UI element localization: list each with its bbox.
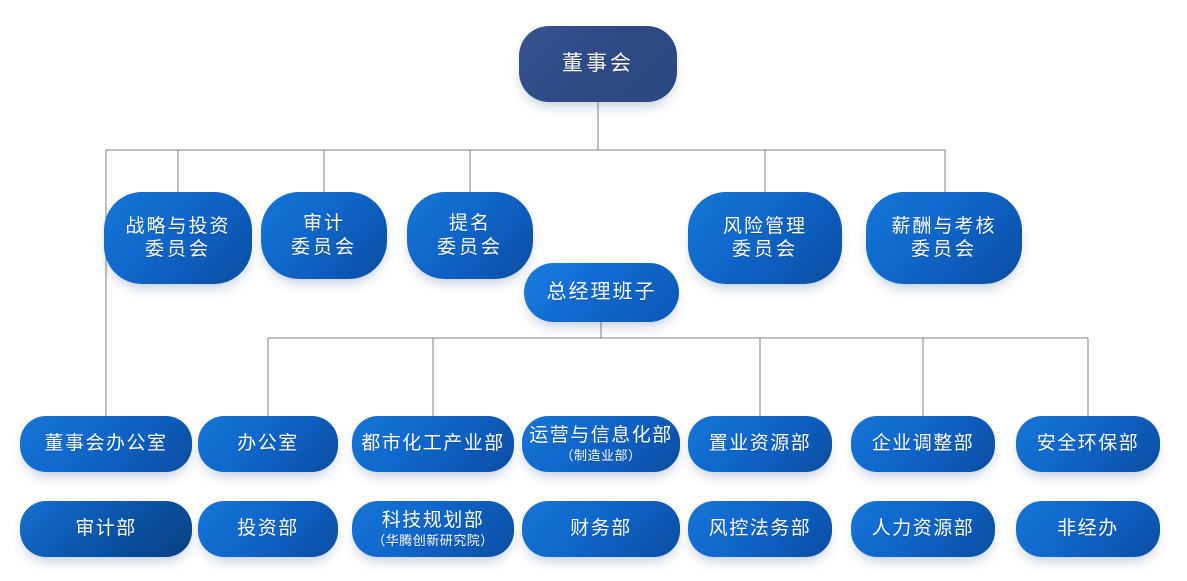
node-committee-strategy-investment[interactable]: 战略与投资 委员会 [104,192,252,284]
node-dept-urban-chemical-industry[interactable]: 都市化工产业部 [352,416,514,472]
node-label-line1: 都市化工产业部 [361,433,505,455]
node-label-line1: 财务部 [570,518,632,540]
node-label-line2: 委员会 [436,236,503,258]
node-dept-non-operating-office[interactable]: 非经办 [1016,501,1160,557]
node-label-line1: 审计 [302,213,345,235]
node-label: 董事会 [562,51,634,76]
node-dept-enterprise-restructuring[interactable]: 企业调整部 [851,416,995,472]
node-dept-finance[interactable]: 财务部 [522,501,680,557]
node-general-manager-team[interactable]: 总经理班子 [524,263,679,322]
node-label-line1: 薪酬与考核 [891,215,997,237]
node-label-line1: 提名 [448,213,491,235]
node-dept-audit[interactable]: 审计部 [20,501,192,557]
node-dept-office[interactable]: 办公室 [198,416,338,472]
node-label-line1: 运营与信息化部 [529,424,673,446]
node-label-line1: 战略与投资 [125,215,231,237]
node-label-line1: 风险管理 [722,215,807,237]
node-label-line2: （华腾创新研究院） [372,533,494,549]
node-label-line1: 科技规划部 [381,509,485,531]
node-label-line2: （制造业部） [560,448,642,464]
node-label: 总经理班子 [546,281,657,304]
node-label-line1: 企业调整部 [871,433,975,455]
node-label-line2: 委员会 [910,239,977,260]
node-dept-safety-environmental-protection[interactable]: 安全环保部 [1016,416,1160,472]
node-dept-property-resources[interactable]: 置业资源部 [688,416,832,472]
node-label-line1: 审计部 [75,518,137,540]
node-board-of-directors[interactable]: 董事会 [519,26,677,102]
node-label-line2: 委员会 [731,239,798,260]
node-dept-human-resources[interactable]: 人力资源部 [851,501,995,557]
node-label-line1: 风控法务部 [708,518,812,540]
node-dept-board-office[interactable]: 董事会办公室 [20,416,192,472]
node-committee-nomination[interactable]: 提名 委员会 [407,192,533,279]
node-label-line1: 董事会办公室 [44,433,168,455]
node-dept-operations-informatization[interactable]: 运营与信息化部 （制造业部） [522,416,680,472]
node-label-line1: 办公室 [237,433,299,455]
node-committee-risk-management[interactable]: 风险管理 委员会 [688,192,842,284]
node-label-line1: 置业资源部 [708,433,812,455]
node-label-line1: 投资部 [237,518,299,540]
node-dept-technology-planning[interactable]: 科技规划部 （华腾创新研究院） [352,501,514,557]
node-label-line1: 非经办 [1057,518,1119,540]
node-dept-risk-control-legal[interactable]: 风控法务部 [688,501,832,557]
node-label-line1: 人力资源部 [871,518,975,540]
node-committee-compensation-appraisal[interactable]: 薪酬与考核 委员会 [866,192,1022,284]
node-committee-audit[interactable]: 审计 委员会 [261,192,387,279]
node-label-line2: 委员会 [290,236,357,258]
node-label-line2: 委员会 [144,239,211,260]
node-dept-investment[interactable]: 投资部 [198,501,338,557]
node-label-line1: 安全环保部 [1036,433,1140,455]
